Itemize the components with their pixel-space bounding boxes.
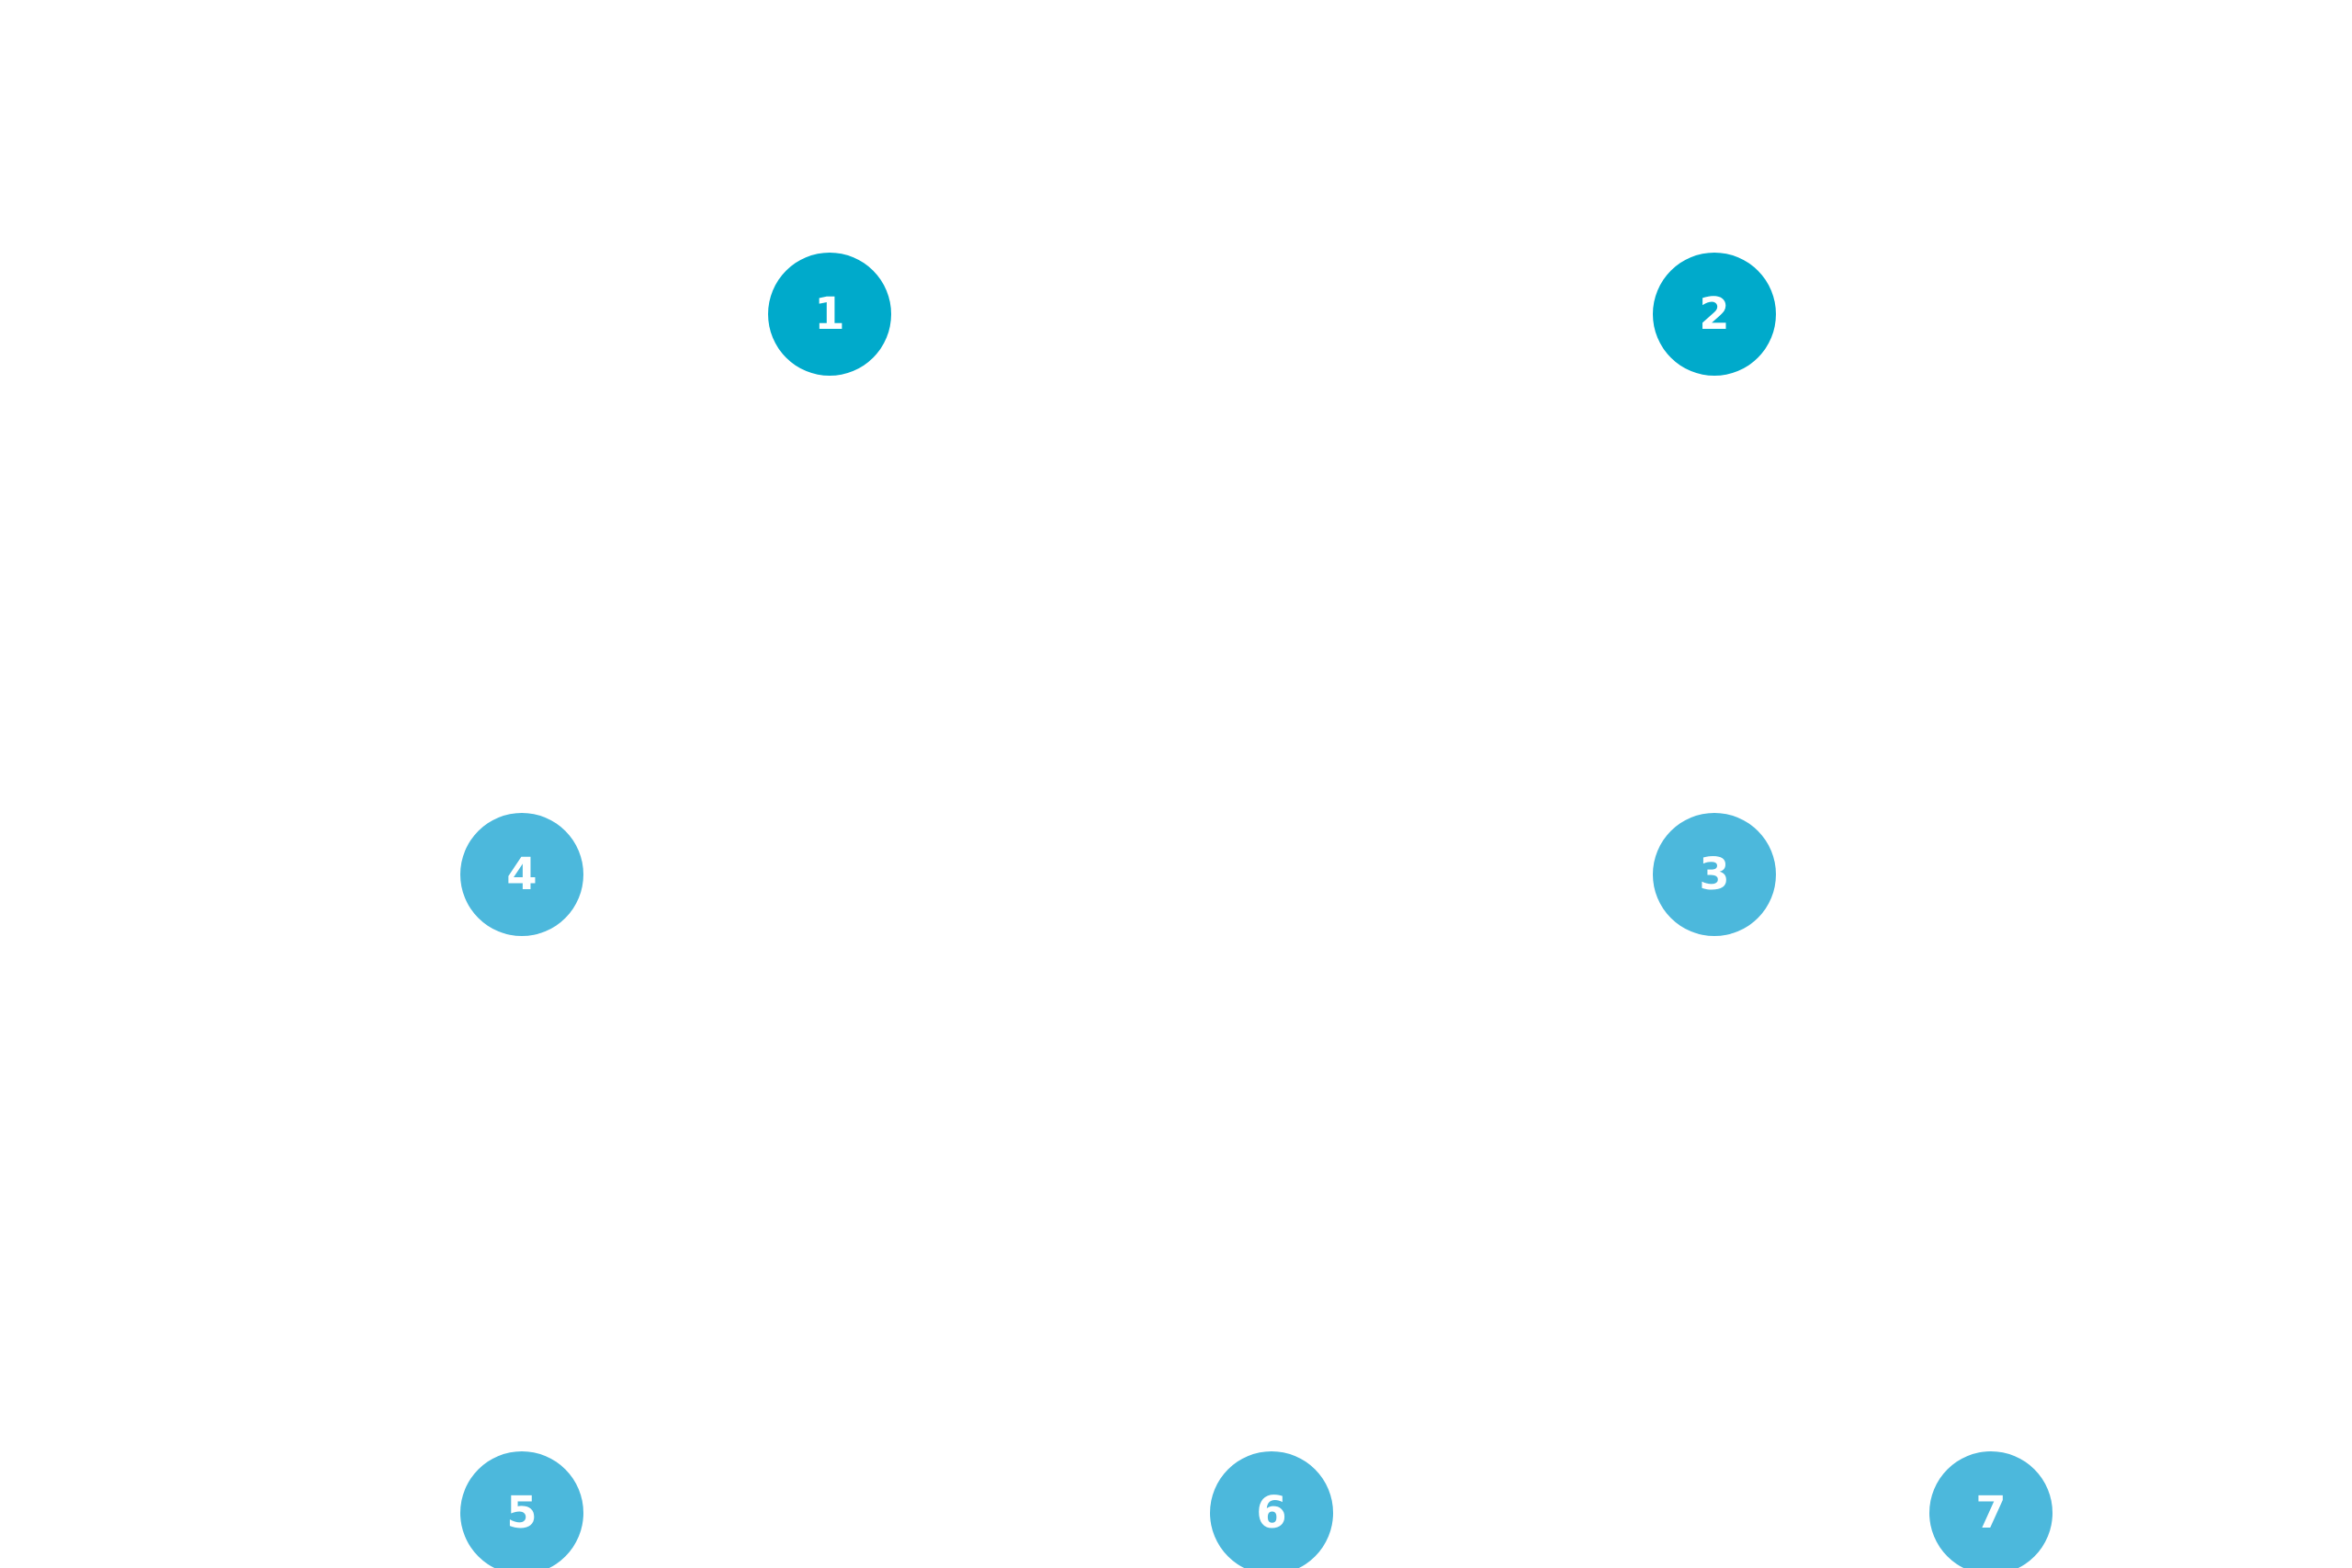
marker-6-circle (1210, 1451, 1333, 1568)
marker-5-circle (460, 1451, 583, 1568)
marker-1-circle (768, 253, 891, 376)
marker-3-circle (1653, 813, 1776, 936)
marker-1[interactable]: 1 (768, 253, 891, 376)
marker-1-label: 1 (814, 288, 844, 340)
marker-7-circle (1929, 1451, 2052, 1568)
marker-2[interactable]: 2 (1653, 253, 1776, 376)
marker-5[interactable]: 5 (460, 1451, 583, 1568)
marker-3-label: 3 (1699, 849, 1729, 900)
marker-2-circle (1653, 253, 1776, 376)
marker-7-label: 7 (1975, 1487, 2006, 1539)
marker-5-label: 5 (506, 1487, 537, 1539)
marker-4-circle (460, 813, 583, 936)
marker-4[interactable]: 4 (460, 813, 583, 936)
marker-6[interactable]: 6 (1210, 1451, 1333, 1568)
marker-6-label: 6 (1256, 1487, 1286, 1539)
marker-4-label: 4 (506, 849, 537, 900)
marker-2-label: 2 (1699, 288, 1729, 340)
marker-7[interactable]: 7 (1929, 1451, 2052, 1568)
marker-3[interactable]: 3 (1653, 813, 1776, 936)
